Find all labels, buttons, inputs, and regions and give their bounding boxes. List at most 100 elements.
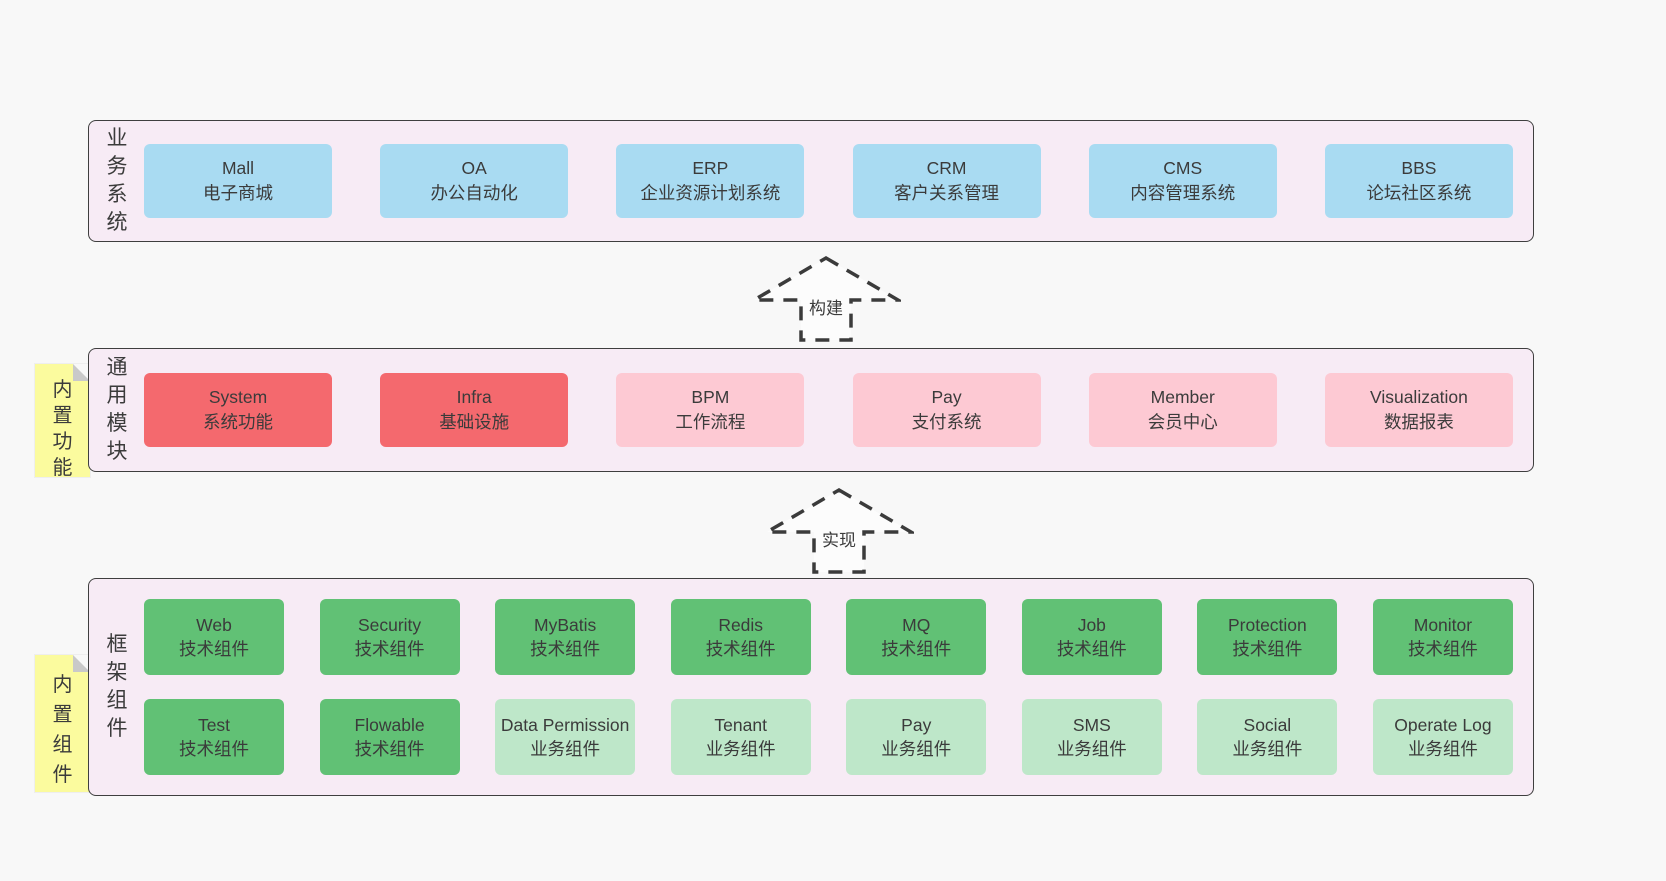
box-subtitle: 技术组件 (1056, 639, 1127, 659)
box-title: CRM (926, 158, 967, 178)
component-rows: Web 技术组件 Security 技术组件 MyBatis 技术组件 Redi… (144, 599, 1513, 775)
box-subtitle: 技术组件 (1407, 639, 1478, 659)
box-title: Monitor (1413, 615, 1473, 635)
arrow-label: 实现 (764, 526, 914, 551)
component-box-test: Test 技术组件 (144, 699, 284, 775)
box-subtitle: 系统功能 (203, 412, 273, 432)
box-subtitle: 内容管理系统 (1130, 183, 1236, 203)
box-title: SMS (1072, 715, 1111, 735)
box-title: System (208, 387, 268, 407)
system-box-erp: ERP 企业资源计划系统 (616, 144, 805, 218)
box-title: Visualization (1369, 387, 1468, 407)
component-box-social: Social 业务组件 (1197, 699, 1338, 775)
component-box-sms: SMS 业务组件 (1021, 699, 1162, 775)
component-box-job: Job 技术组件 (1021, 599, 1162, 675)
box-title: Data Permission (500, 715, 630, 735)
box-title: BBS (1401, 158, 1437, 178)
component-box-tenant: Tenant 业务组件 (670, 699, 811, 775)
box-subtitle: 技术组件 (881, 639, 952, 659)
box-subtitle: 业务组件 (1232, 739, 1303, 759)
sticky-note-built-in-components: 内置组件 (35, 655, 90, 792)
system-box-bbs: BBS 论坛社区系统 (1324, 144, 1513, 218)
box-title: OA (461, 158, 487, 178)
component-box-operate-log: Operate Log 业务组件 (1372, 699, 1513, 775)
component-box-protection: Protection 技术组件 (1197, 599, 1338, 675)
sticky-note-label: 内置组件 (52, 674, 73, 786)
box-title: Social (1243, 715, 1292, 735)
component-box-pay: Pay 业务组件 (846, 699, 987, 775)
component-box-flowable: Flowable 技术组件 (319, 699, 460, 775)
box-title: Pay (901, 715, 932, 735)
box-subtitle: 论坛社区系统 (1366, 183, 1472, 203)
box-subtitle: 技术组件 (179, 639, 249, 659)
sticky-note-label: 内置功能 (52, 379, 73, 479)
component-row-2: Test 技术组件 Flowable 技术组件 Data Permission … (144, 699, 1513, 775)
box-subtitle: 业务组件 (530, 739, 601, 759)
box-title: Operate Log (1394, 715, 1492, 735)
box-title: Infra (456, 387, 492, 407)
component-box-monitor: Monitor 技术组件 (1372, 599, 1513, 675)
arrow-label: 构建 (751, 294, 901, 319)
box-subtitle: 技术组件 (705, 639, 776, 659)
box-subtitle: 技术组件 (1232, 639, 1303, 659)
box-title: Job (1077, 615, 1106, 635)
module-boxes: System 系统功能 Infra 基础设施 BPM 工作流程 Pay 支付系统… (144, 373, 1513, 447)
sticky-note-built-in-features: 内置功能 (35, 364, 90, 479)
box-subtitle: 技术组件 (354, 739, 425, 759)
component-box-security: Security 技术组件 (319, 599, 460, 675)
business-boxes: Mall 电子商城 OA 办公自动化 ERP 企业资源计划系统 CRM 客户关系… (144, 144, 1513, 218)
box-subtitle: 企业资源计划系统 (640, 183, 781, 203)
component-row-1: Web 技术组件 Security 技术组件 MyBatis 技术组件 Redi… (144, 599, 1513, 675)
module-box-member: Member 会员中心 (1088, 373, 1277, 447)
component-box-mybatis: MyBatis 技术组件 (495, 599, 636, 675)
box-title: Pay (931, 387, 962, 407)
box-title: ERP (692, 158, 729, 178)
box-title: MyBatis (534, 615, 597, 635)
box-title: Redis (718, 615, 764, 635)
implement-arrow: 实现 (764, 487, 914, 575)
box-subtitle: 会员中心 (1147, 412, 1218, 432)
system-box-mall: Mall 电子商城 (144, 144, 332, 218)
component-box-redis: Redis 技术组件 (670, 599, 811, 675)
module-box-bpm: BPM 工作流程 (616, 373, 805, 447)
system-box-crm: CRM 客户关系管理 (852, 144, 1041, 218)
box-subtitle: 技术组件 (530, 639, 601, 659)
system-box-cms: CMS 内容管理系统 (1088, 144, 1277, 218)
component-box-mq: MQ 技术组件 (846, 599, 987, 675)
box-title: Member (1150, 387, 1215, 407)
box-subtitle: 办公自动化 (430, 183, 518, 203)
box-title: Security (357, 615, 422, 635)
layer-side-label: 通用模块 (106, 356, 128, 463)
framework-components-layer: 框架组件 Web 技术组件 Security 技术组件 MyBatis 技术组件… (88, 578, 1534, 796)
box-subtitle: 技术组件 (179, 739, 249, 759)
box-title: Mall (221, 158, 255, 178)
box-subtitle: 业务组件 (1056, 739, 1127, 759)
module-box-visualization: Visualization 数据报表 (1324, 373, 1513, 447)
layer-side-label: 框架组件 (106, 633, 128, 740)
box-title: Test (197, 715, 231, 735)
box-subtitle: 业务组件 (705, 739, 776, 759)
box-subtitle: 客户关系管理 (894, 183, 1000, 203)
component-box-data-permission: Data Permission 业务组件 (495, 699, 636, 775)
box-title: Tenant (714, 715, 767, 735)
box-title: Protection (1227, 615, 1307, 635)
module-box-infra: Infra 基础设施 (380, 373, 569, 447)
box-subtitle: 支付系统 (911, 412, 982, 432)
business-systems-layer: 业务系统 Mall 电子商城 OA 办公自动化 ERP 企业资源计划系统 CRM… (88, 120, 1534, 242)
box-subtitle: 基础设施 (439, 412, 510, 432)
box-subtitle: 业务组件 (881, 739, 952, 759)
box-title: CMS (1163, 158, 1203, 178)
box-subtitle: 技术组件 (354, 639, 425, 659)
component-box-web: Web 技术组件 (144, 599, 284, 675)
layer-side-label: 业务系统 (106, 127, 128, 234)
box-title: Web (196, 615, 232, 635)
box-subtitle: 电子商城 (203, 183, 273, 203)
build-arrow: 构建 (751, 255, 901, 343)
common-modules-layer: 通用模块 System 系统功能 Infra 基础设施 BPM 工作流程 Pay… (88, 348, 1534, 472)
box-subtitle: 工作流程 (675, 412, 746, 432)
box-title: Flowable (354, 715, 425, 735)
box-title: BPM (691, 387, 730, 407)
box-subtitle: 业务组件 (1407, 739, 1478, 759)
module-box-pay: Pay 支付系统 (852, 373, 1041, 447)
